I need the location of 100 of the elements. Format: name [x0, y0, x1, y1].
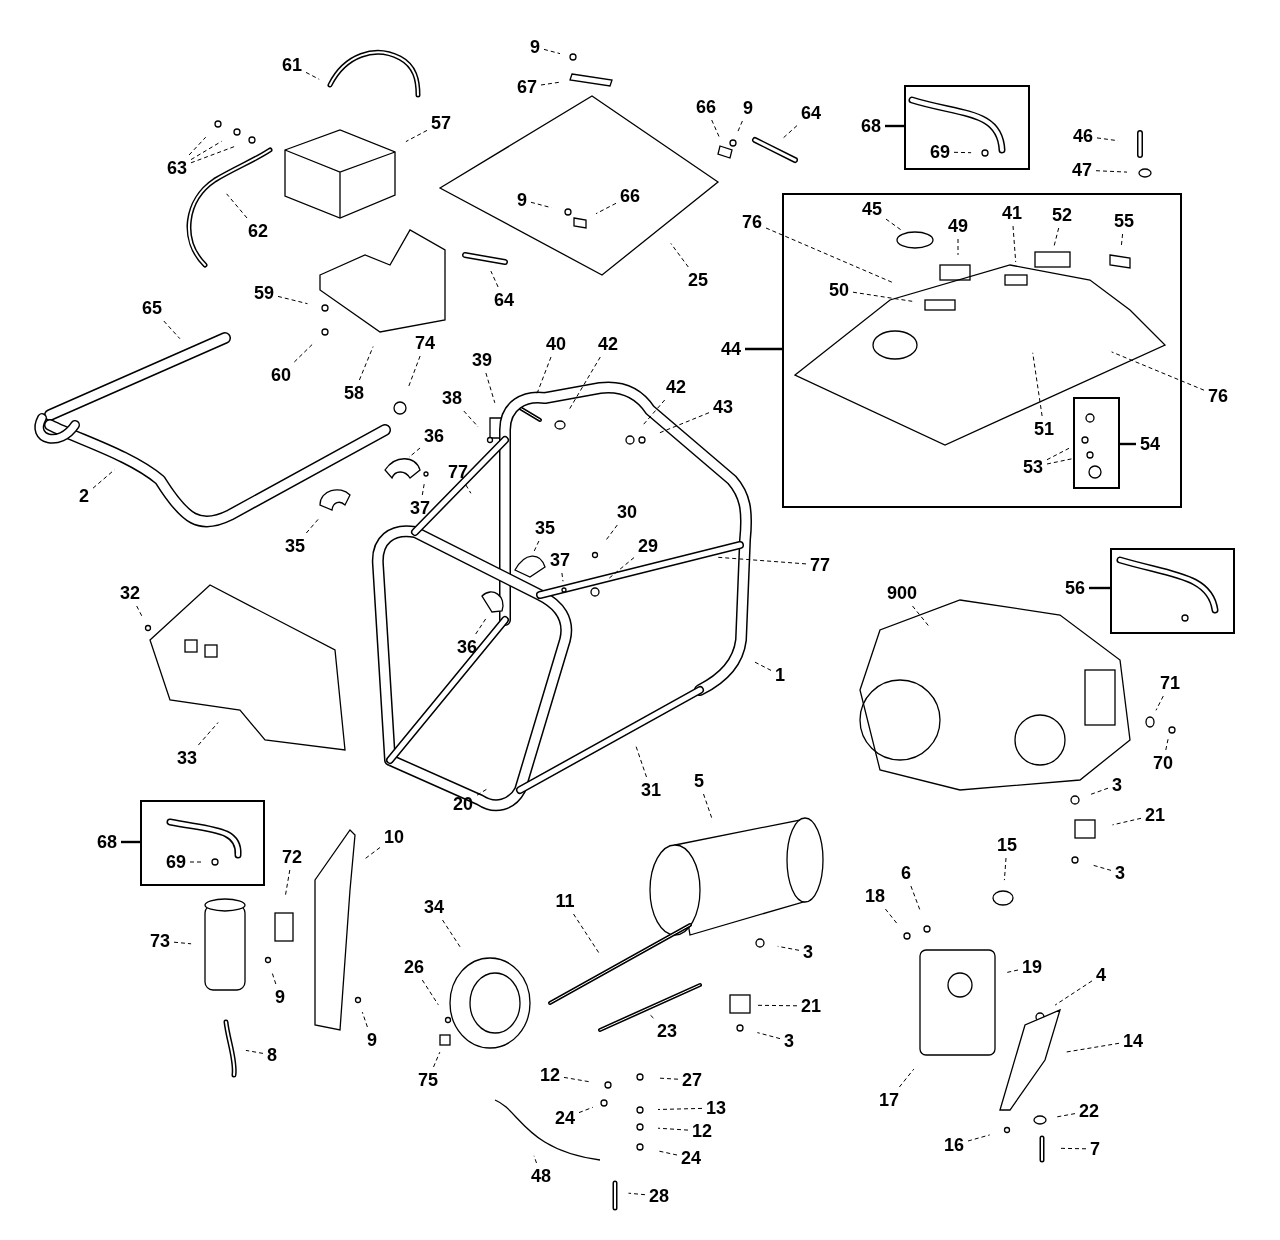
leader-line — [1046, 447, 1070, 461]
callout-number: 56 — [1064, 578, 1086, 598]
callout-number: 33 — [176, 748, 198, 768]
callout-number: 65 — [141, 298, 163, 318]
callout-number: 38 — [441, 388, 463, 408]
callout-number: 4 — [1095, 965, 1107, 985]
leader-line — [852, 291, 913, 302]
leader-line — [711, 119, 720, 137]
leader-line — [121, 840, 140, 844]
callout-number: 24 — [680, 1148, 702, 1168]
leader-line — [405, 129, 428, 143]
leader-line — [226, 193, 248, 219]
leader-line — [245, 1049, 264, 1054]
callout-number: 17 — [878, 1090, 900, 1110]
leader-line — [1165, 738, 1169, 751]
callout-number: 900 — [886, 583, 918, 603]
callout-number: 3 — [1114, 863, 1126, 883]
leader-line — [1004, 969, 1019, 974]
leader-line — [490, 270, 499, 288]
callout-number: 43 — [712, 397, 734, 417]
leader-line — [1032, 352, 1043, 417]
callout-number: 9 — [274, 987, 286, 1007]
callout-number: 22 — [1078, 1101, 1100, 1121]
leader-line — [757, 1004, 798, 1007]
leader-line — [754, 661, 772, 671]
callout-number: 68 — [860, 116, 882, 136]
leader-line — [658, 412, 710, 434]
callout-number: 28 — [648, 1186, 670, 1206]
callout-number: 16 — [943, 1135, 965, 1155]
leader-line — [670, 242, 689, 268]
leader-line — [1055, 1113, 1076, 1118]
callout-number: 40 — [545, 334, 567, 354]
callout-number: 21 — [800, 996, 822, 1016]
leader-line — [912, 605, 930, 627]
leader-line — [1095, 170, 1128, 173]
leader-line — [1059, 1147, 1087, 1150]
leader-line — [421, 482, 425, 496]
callout-number: 74 — [414, 333, 436, 353]
callout-number: 37 — [549, 550, 571, 570]
leader-line — [561, 572, 564, 582]
callout-number: 42 — [665, 377, 687, 397]
leader-line — [277, 295, 308, 305]
callout-number: 23 — [656, 1021, 678, 1041]
leader-line — [476, 788, 488, 796]
leader-line — [533, 540, 540, 552]
leader-line — [573, 913, 601, 956]
leader-line — [717, 556, 807, 565]
callout-number: 46 — [1072, 126, 1094, 146]
leader-line — [568, 356, 601, 410]
leader-line — [1112, 817, 1142, 826]
leader-line — [1046, 458, 1073, 465]
leader-line — [1065, 1042, 1120, 1053]
callout-number: 76 — [741, 212, 763, 232]
leader-line — [271, 970, 277, 985]
leader-line — [190, 145, 236, 164]
leader-line — [781, 125, 798, 140]
leader-line — [305, 71, 320, 80]
callout-number: 36 — [456, 637, 478, 657]
leader-line — [163, 320, 181, 340]
callout-number: 50 — [828, 280, 850, 300]
leader-line — [530, 201, 552, 209]
leader-line — [953, 151, 972, 154]
callout-number: 12 — [539, 1065, 561, 1085]
callout-number: 69 — [165, 852, 187, 872]
callout-number: 10 — [383, 827, 405, 847]
leader-line — [197, 722, 219, 746]
callout-number: 30 — [616, 502, 638, 522]
leader-line — [765, 227, 894, 284]
callout-number: 75 — [417, 1070, 439, 1090]
callout-number: 35 — [534, 518, 556, 538]
callout-number: 70 — [1152, 753, 1174, 773]
callout-number: 6 — [900, 863, 912, 883]
callout-number: 48 — [530, 1166, 552, 1186]
callout-number: 31 — [640, 780, 662, 800]
leader-line — [703, 793, 713, 820]
callout-number: 68 — [96, 832, 118, 852]
leader-line — [736, 120, 743, 134]
callout-number: 15 — [996, 835, 1018, 855]
callout-number: 45 — [861, 199, 883, 219]
callout-number: 27 — [681, 1070, 703, 1090]
leader-line — [656, 1150, 678, 1156]
leader-line — [563, 1076, 591, 1083]
leader-line — [967, 1134, 991, 1142]
leader-line — [641, 399, 666, 427]
callout-number: 47 — [1071, 160, 1093, 180]
callout-number: 7 — [1089, 1139, 1101, 1159]
callout-number: 51 — [1033, 419, 1055, 439]
callout-number: 37 — [409, 498, 431, 518]
leader-line — [407, 355, 421, 388]
leader-line — [657, 1107, 703, 1110]
callout-number: 49 — [947, 216, 969, 236]
leader-line — [463, 410, 479, 428]
callout-number: 21 — [1144, 805, 1166, 825]
leader-line — [188, 136, 207, 156]
leader-line — [1089, 787, 1109, 796]
leader-line — [358, 346, 374, 381]
callout-number: 77 — [809, 555, 831, 575]
leader-line — [1003, 857, 1007, 881]
leader-line — [408, 447, 421, 458]
leader-line — [1053, 227, 1060, 248]
